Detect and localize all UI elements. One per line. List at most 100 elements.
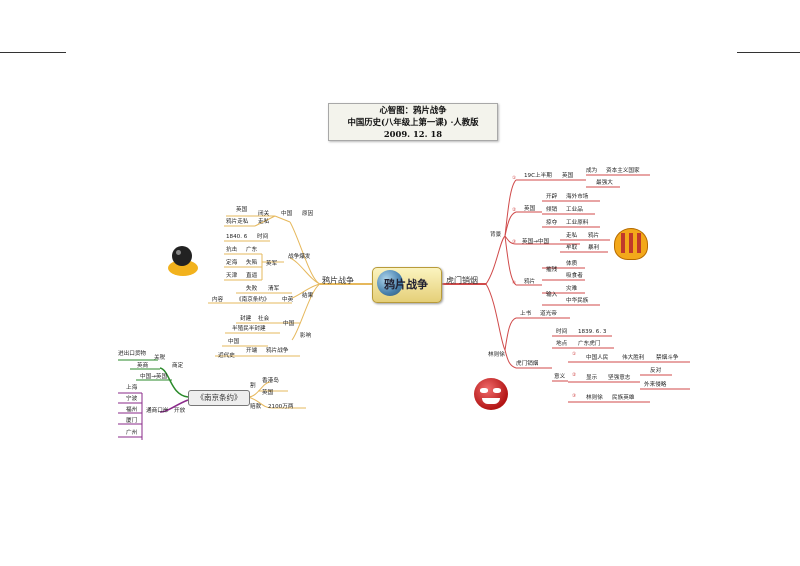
top-left-rule [0, 52, 66, 53]
treaty-uk2: 英商 [137, 363, 149, 369]
treaty-agree: 商定 [172, 363, 184, 369]
bg-nation: 中华民族 [566, 298, 589, 304]
treaty-hongkong: 香港岛 [262, 378, 279, 384]
bg-raw: 工业原料 [566, 220, 589, 226]
bg-huge: 暴利 [588, 245, 600, 251]
num-6: ② [572, 373, 577, 378]
process-guangdong: 广东 [246, 247, 258, 253]
bg-opium: 鸦片 [588, 233, 600, 239]
process-tianjin: 天津 [226, 273, 238, 279]
effect-feudal: 封建 [240, 316, 252, 322]
effect-china2: 中国 [228, 339, 240, 345]
title-line-2: 中国历史(八年级上第一课) ·人教版 [347, 117, 479, 127]
cause-british: 英国 [236, 207, 248, 213]
num-2: ② [512, 208, 517, 213]
effect-modern: 近代史 [218, 353, 235, 359]
lin-destroy: 虎门销烟 [516, 361, 539, 367]
background-label[interactable]: 背景 [490, 232, 502, 238]
title-line-1: 心智图：鸦片战争 [379, 105, 447, 115]
flag-mask-icon [614, 228, 648, 260]
bg-harm: 摧残 [546, 267, 558, 273]
treaty-export: 进出口货物 [118, 351, 146, 357]
lin-lin2: 林则徐 [586, 395, 603, 401]
result-qing: 清军 [268, 286, 280, 292]
treaty-trade: 开放 [174, 408, 186, 414]
lin-hero: 民族英雄 [612, 395, 635, 401]
bg-dump: 倾销 [546, 207, 558, 213]
central-topic-label: 鸦片战争 [384, 278, 428, 291]
effect-begin: 开端 [246, 348, 258, 354]
num-3: ③ [512, 240, 517, 245]
process-time: 时间 [257, 234, 269, 240]
bg-uk: 英国 [562, 173, 574, 179]
lin-date: 1839. 6. 3 [578, 329, 607, 335]
bg-market: 海外市场 [566, 194, 589, 200]
bg-capitalist: 资本主义国家 [606, 168, 640, 174]
bg-opium2: 鸦片 [524, 279, 536, 285]
treaty-indemnity: 赔款 [250, 404, 262, 410]
process-dinghai: 定海 [226, 260, 238, 266]
bg-industrial: 工业品 [566, 207, 583, 213]
port-shanghai: 上海 [126, 385, 138, 391]
bg-expand: 开辟 [546, 194, 558, 200]
port-guangzhou: 广州 [126, 430, 138, 436]
lin-time: 时间 [556, 329, 568, 335]
port-xiamen: 厦门 [126, 418, 138, 424]
cause-smuggle: 走私 [258, 219, 270, 225]
cause-china: 中国 [281, 211, 293, 217]
cause-closed: 闭关 [258, 211, 270, 217]
lin-petition: 上书 [520, 311, 532, 317]
bg-profit: 牟取 [566, 245, 578, 251]
treaty-cede: 割 [250, 383, 256, 389]
title-box: 心智图：鸦片战争 中国历史(八年级上第一课) ·人教版 2009. 12. 18 [328, 103, 498, 141]
treaty-cn-uk: 中国→英国 [140, 374, 168, 380]
treaty-uk: 英国 [262, 390, 274, 396]
bg-tradeflow: 英国→中国 [522, 239, 550, 245]
result-content: 内容 [212, 297, 224, 303]
bg-body: 体质 [566, 261, 578, 267]
num-5: ① [572, 352, 577, 357]
bg-plunder: 掠夺 [546, 220, 558, 226]
globe-icon [377, 270, 403, 296]
port-ningbo: 宁波 [126, 396, 138, 402]
lin-people: 中国人民 [586, 355, 609, 361]
process-defense: 抗击 [226, 247, 238, 253]
result-label[interactable]: 结果 [302, 293, 314, 299]
treaty-node[interactable]: 《南京条约》 [188, 390, 250, 406]
result-treaty: 《南京条约》 [236, 297, 270, 303]
effect-china: 中国 [283, 321, 295, 327]
lin-humen: 广东虎门 [578, 341, 601, 347]
bomb-cartoon-icon [162, 244, 200, 278]
effect-society: 社会 [258, 316, 270, 322]
effect-label[interactable]: 影响 [300, 333, 312, 339]
cause-label[interactable]: 原因 [302, 211, 314, 217]
effect-war: 鸦片战争 [266, 348, 289, 354]
bg-strongest: 最强大 [596, 180, 613, 186]
bg-wreck: 输入 [546, 292, 558, 298]
lin-resist: 坚强意志 [608, 375, 631, 381]
port-fuzhou: 福州 [126, 407, 138, 413]
process-label[interactable]: 战争爆发 [288, 254, 311, 260]
num-4: ④ [512, 281, 517, 286]
lin-show: 显示 [586, 375, 598, 381]
branch-right-label[interactable]: 虎门销烟 [446, 276, 478, 285]
process-fall: 失陷 [246, 260, 258, 266]
process-reach: 直逼 [246, 273, 258, 279]
treaty-ports: 通商口岸 [146, 408, 169, 414]
process-date: 1840. 6 [226, 234, 248, 240]
lin-oppose: 反对 [650, 368, 662, 374]
lin-label[interactable]: 林则徐 [488, 352, 505, 358]
effect-semi: 半殖民半封建 [232, 326, 266, 332]
treaty-amount: 2100万两 [268, 404, 294, 410]
num-1: ① [512, 176, 517, 181]
bg-army: 灾难 [566, 286, 578, 292]
branch-left-label[interactable]: 鸦片战争 [322, 276, 354, 285]
title-line-3: 2009. 12. 18 [383, 129, 443, 139]
top-right-rule [737, 52, 800, 53]
bg-become: 成为 [586, 168, 598, 174]
treaty-tariff: 关税 [154, 355, 166, 361]
result-china: 中英 [282, 297, 294, 303]
lin-invasion: 外来侵略 [644, 382, 667, 388]
lin-emperor: 道光帝 [540, 311, 557, 317]
